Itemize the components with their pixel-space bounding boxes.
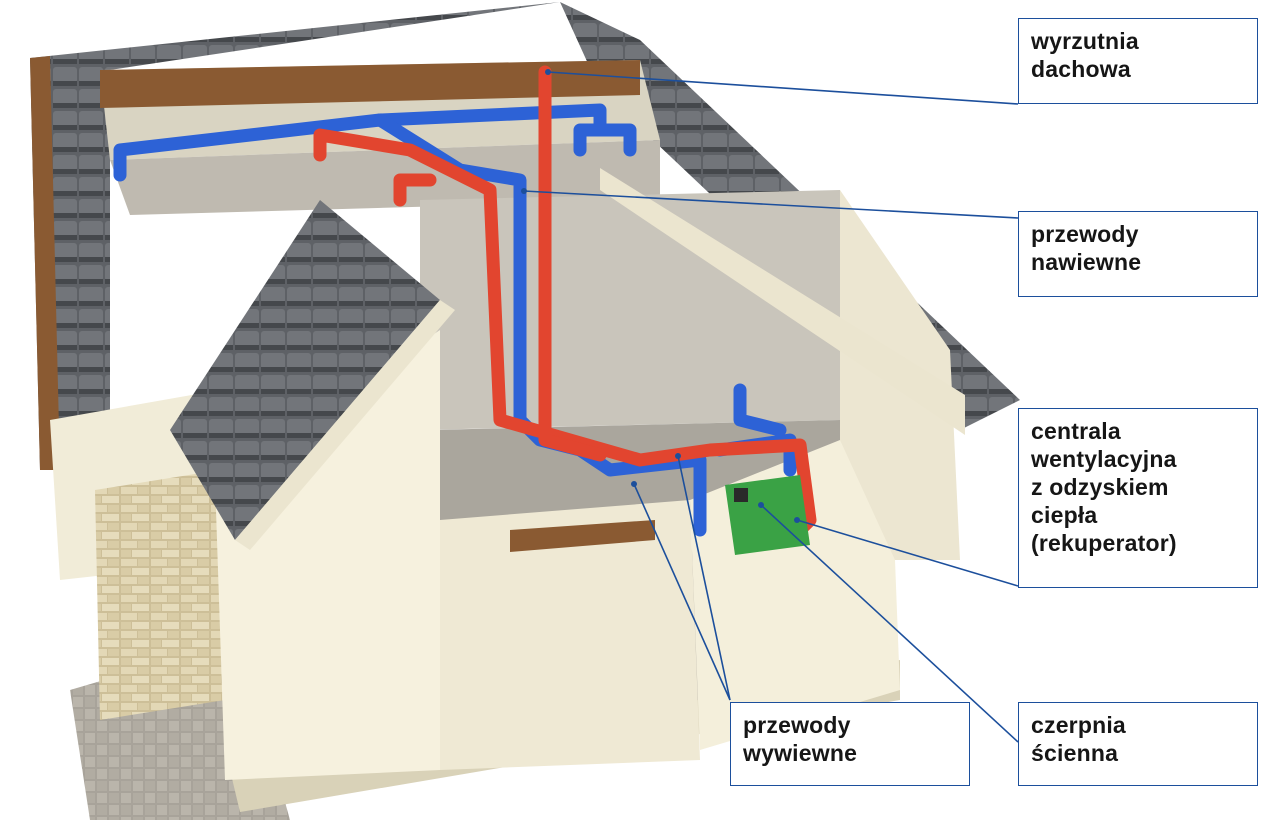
label-wall-intake: czerpnia ścienna: [1018, 702, 1258, 786]
leader-exhaust-a: [633, 483, 731, 701]
leader-roof-outlet: [547, 71, 1019, 105]
front-wall-mid: [440, 500, 700, 770]
leader-dots: [521, 69, 800, 523]
label-recuperator-line-3: z odzyskiem: [1031, 474, 1169, 500]
label-recuperator-line-5: (rekuperator): [1031, 530, 1177, 556]
dormer-roof-edge: [235, 300, 455, 550]
leader-supply-ducts: [523, 190, 1019, 219]
interior-wall-back: [420, 190, 840, 430]
label-recuperator-line-1: centrala: [1031, 418, 1121, 444]
leader-wall-intake: [760, 504, 1019, 743]
leader-exhaust-b: [677, 455, 731, 701]
label-supply-ducts-line-1: przewody: [1031, 221, 1139, 247]
dormer-roof: [170, 200, 440, 540]
label-roof-outlet-line-2: dachowa: [1031, 56, 1131, 82]
recuperator-port: [734, 488, 748, 502]
exhaust-ducts: [313, 65, 817, 537]
label-exhaust-ducts-line-1: przewody: [743, 712, 851, 738]
leader-lines: [523, 71, 1019, 743]
label-exhaust-ducts-line-2: wywiewne: [743, 740, 858, 766]
roof-overhang-right: [600, 168, 965, 435]
attic-wood-beam: [100, 60, 640, 108]
label-recuperator-line-4: ciepła: [1031, 502, 1098, 528]
label-recuperator-line-2: wentylacyjna: [1031, 446, 1177, 472]
recuperator-unit: [725, 475, 810, 555]
label-wall-intake-line-2: ścienna: [1031, 740, 1119, 766]
leader-recuperator: [796, 519, 1019, 587]
wood-fascia-left: [30, 56, 60, 470]
label-roof-outlet: wyrzutnia dachowa: [1018, 18, 1258, 104]
label-supply-ducts-line-2: nawiewne: [1031, 249, 1142, 275]
wood-window-sill: [510, 520, 655, 552]
stone-pillar: [95, 470, 225, 720]
label-exhaust-ducts: przewody wywiewne: [730, 702, 970, 786]
label-wall-intake-line-1: czerpnia: [1031, 712, 1126, 738]
label-recuperator: centrala wentylacyjna z odzyskiem ciepła…: [1018, 408, 1258, 588]
label-roof-outlet-line-1: wyrzutnia: [1031, 28, 1139, 54]
label-supply-ducts: przewody nawiewne: [1018, 211, 1258, 297]
